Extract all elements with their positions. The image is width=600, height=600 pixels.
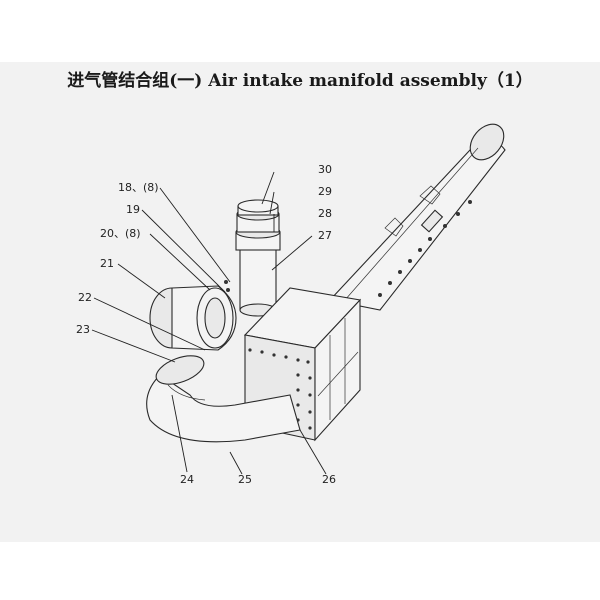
callout-28: 28 (318, 207, 332, 220)
leader-lines (91, 171, 327, 475)
turbo-housing (149, 280, 237, 351)
callout-20: 20、(8) (100, 227, 141, 240)
callout-25: 25 (238, 473, 252, 486)
callout-26: 26 (322, 473, 336, 486)
callout-27: 27 (318, 229, 332, 242)
callout-21: 21 (100, 257, 114, 270)
elbow-pipe (146, 355, 301, 443)
upper-pipe-stack (235, 199, 281, 317)
callout-29: 29 (318, 185, 332, 198)
diagram-title: 进气管结合组(一) Air intake manifold assembly（1… (67, 71, 533, 91)
callout-19: 19 (126, 203, 140, 216)
callout-30: 30 (318, 163, 332, 176)
callout-18: 18、(8) (118, 181, 159, 194)
callout-22: 22 (78, 291, 92, 304)
callout-24: 24 (180, 473, 194, 486)
intake-pipe (328, 123, 506, 311)
callout-23: 23 (76, 323, 90, 336)
